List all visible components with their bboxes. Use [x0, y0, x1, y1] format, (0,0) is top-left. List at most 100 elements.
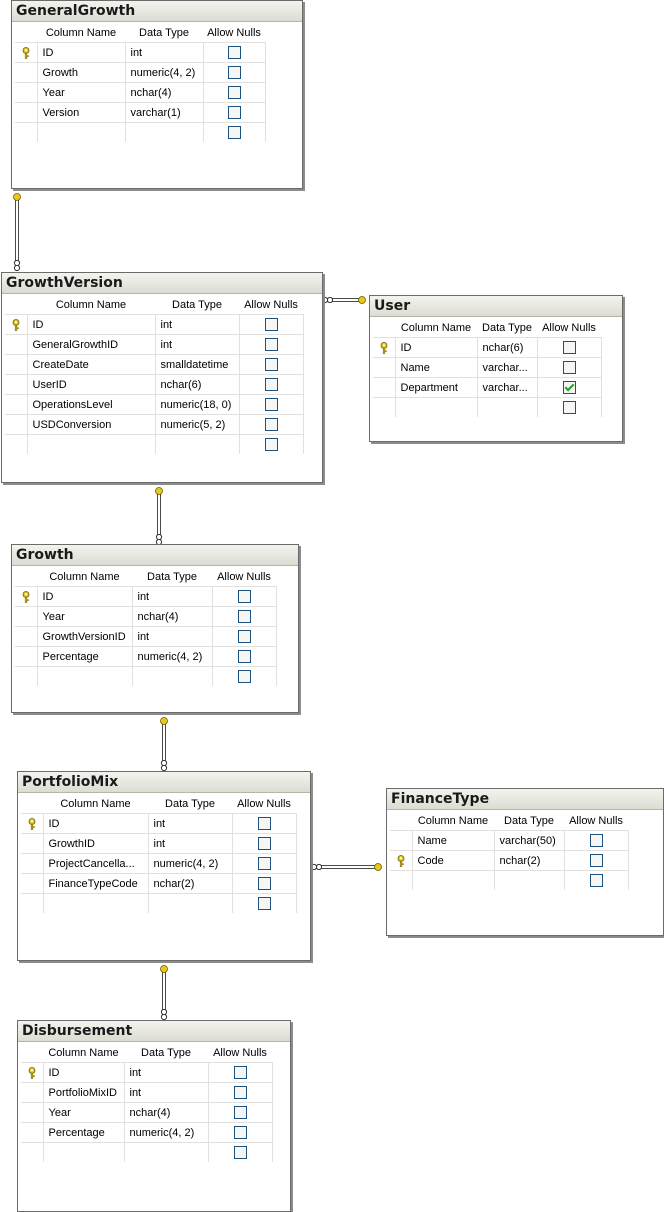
row-selector[interactable] [15, 102, 38, 123]
data-type-cell[interactable]: numeric(4, 2) [125, 62, 204, 83]
column-name-cell[interactable]: ID [27, 314, 156, 335]
column-name-cell[interactable]: Year [37, 606, 133, 627]
column-name-cell[interactable]: Percentage [37, 646, 133, 667]
column-name-cell[interactable]: GeneralGrowthID [27, 334, 156, 355]
data-type-cell[interactable]: smalldatetime [155, 354, 240, 375]
relationship-user-growthversion[interactable] [321, 296, 366, 304]
data-type-cell[interactable]: nchar(4) [125, 82, 204, 103]
new-column-row[interactable] [21, 893, 297, 913]
data-type-cell[interactable] [477, 397, 538, 417]
data-type-cell[interactable]: int [132, 626, 213, 647]
row-selector[interactable] [15, 626, 38, 647]
column-name-cell[interactable] [43, 893, 149, 913]
row-selector[interactable] [15, 122, 38, 142]
column-name-cell[interactable]: Growth [37, 62, 126, 83]
allow-nulls-checkbox[interactable] [264, 338, 278, 351]
column-name-cell[interactable]: Percentage [43, 1122, 125, 1143]
row-selector[interactable] [373, 337, 396, 358]
column-name-cell[interactable] [27, 434, 156, 454]
table-title[interactable]: PortfolioMix [18, 772, 310, 793]
data-type-cell[interactable]: varchar... [477, 357, 538, 378]
data-type-cell[interactable]: int [132, 586, 213, 607]
data-type-cell[interactable]: int [155, 334, 240, 355]
data-type-cell[interactable] [132, 666, 213, 686]
allow-nulls-checkbox[interactable] [264, 418, 278, 431]
row-selector[interactable] [15, 42, 38, 63]
data-type-cell[interactable]: varchar(50) [494, 830, 565, 851]
column-name-cell[interactable] [37, 122, 126, 142]
new-column-row[interactable] [15, 122, 266, 142]
column-name-cell[interactable]: PortfolioMixID [43, 1082, 125, 1103]
column-name-cell[interactable]: Year [37, 82, 126, 103]
allow-nulls-checkbox[interactable] [237, 630, 251, 643]
allow-nulls-checkbox[interactable] [264, 438, 278, 451]
column-name-cell[interactable]: FinanceTypeCode [43, 873, 149, 894]
row-selector[interactable] [373, 397, 396, 417]
data-type-cell[interactable]: int [155, 314, 240, 335]
data-type-cell[interactable]: nchar(6) [477, 337, 538, 358]
row-selector[interactable] [5, 374, 28, 395]
column-name-cell[interactable] [37, 666, 133, 686]
new-column-row[interactable] [373, 397, 602, 417]
data-type-cell[interactable]: numeric(18, 0) [155, 394, 240, 415]
relationship-growthversion-growth[interactable] [155, 487, 163, 546]
column-name-cell[interactable] [43, 1142, 125, 1162]
column-name-cell[interactable]: GrowthID [43, 833, 149, 854]
allow-nulls-checkbox[interactable] [562, 381, 576, 394]
allow-nulls-checkbox[interactable] [227, 106, 241, 119]
allow-nulls-checkbox[interactable] [233, 1066, 247, 1079]
row-selector[interactable] [15, 666, 38, 686]
column-name-cell[interactable]: Year [43, 1102, 125, 1123]
data-type-cell[interactable]: nchar(6) [155, 374, 240, 395]
row-selector[interactable] [5, 394, 28, 415]
row-selector[interactable] [21, 893, 44, 913]
row-selector[interactable] [390, 850, 413, 871]
data-type-cell[interactable] [155, 434, 240, 454]
allow-nulls-checkbox[interactable] [227, 66, 241, 79]
row-selector[interactable] [21, 1102, 44, 1123]
column-name-cell[interactable]: OperationsLevel [27, 394, 156, 415]
table-title[interactable]: GrowthVersion [2, 273, 322, 294]
allow-nulls-checkbox[interactable] [562, 401, 576, 414]
column-name-cell[interactable]: USDConversion [27, 414, 156, 435]
allow-nulls-checkbox[interactable] [257, 857, 271, 870]
data-type-cell[interactable]: nchar(4) [132, 606, 213, 627]
allow-nulls-checkbox[interactable] [233, 1146, 247, 1159]
data-type-cell[interactable] [148, 893, 233, 913]
relationship-financetype-portfoliomix[interactable] [310, 863, 382, 871]
allow-nulls-checkbox[interactable] [237, 610, 251, 623]
new-column-row[interactable] [5, 434, 304, 454]
row-selector[interactable] [15, 82, 38, 103]
data-type-cell[interactable]: varchar... [477, 377, 538, 398]
data-type-cell[interactable]: numeric(5, 2) [155, 414, 240, 435]
row-selector[interactable] [21, 1082, 44, 1103]
allow-nulls-checkbox[interactable] [233, 1086, 247, 1099]
allow-nulls-checkbox[interactable] [562, 341, 576, 354]
column-name-cell[interactable]: GrowthVersionID [37, 626, 133, 647]
allow-nulls-checkbox[interactable] [257, 837, 271, 850]
row-selector[interactable] [5, 334, 28, 355]
row-selector[interactable] [15, 586, 38, 607]
column-name-cell[interactable]: ID [37, 586, 133, 607]
column-name-cell[interactable] [395, 397, 478, 417]
row-selector[interactable] [5, 354, 28, 375]
allow-nulls-checkbox[interactable] [233, 1106, 247, 1119]
data-type-cell[interactable]: nchar(4) [124, 1102, 209, 1123]
